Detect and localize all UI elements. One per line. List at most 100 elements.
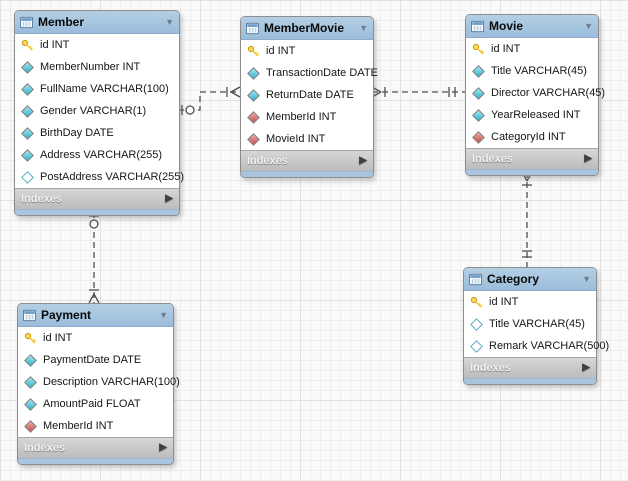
attribute-icon [21,82,34,96]
column-row[interactable]: YearReleased INT [466,104,598,126]
table-bottom-strip [18,458,173,464]
column-label: id INT [43,332,73,344]
table-title: Category [487,272,540,286]
column-label: TransactionDate DATE [266,67,378,79]
column-label: id INT [489,296,519,308]
column-label: PostAddress VARCHAR(255) [40,171,185,183]
column-list: id INT Title VARCHAR(45) Remark VARCHAR(50… [464,291,609,357]
collapse-arrow-icon[interactable]: ▼ [359,22,368,33]
table-node-movie[interactable]: Movie ▼ id INT Title VARCHAR(45) Director VA… [465,14,605,176]
table-header[interactable]: Movie ▼ [466,15,598,38]
collapse-arrow-icon[interactable]: ▼ [165,16,174,27]
cardinality-marker-zero-or-one [181,105,195,115]
column-label: PaymentDate DATE [43,354,142,366]
relationship-member-to-membermovie[interactable] [178,86,241,115]
attribute-icon [472,64,485,78]
foreign-key-icon [24,419,37,433]
table-bottom-strip [464,378,596,384]
attribute-icon [24,397,37,411]
column-row[interactable]: id INT [15,34,179,56]
column-label: Remark VARCHAR(500) [489,340,610,352]
column-row[interactable]: BirthDay DATE [15,122,179,144]
column-row[interactable]: Title VARCHAR(45) [466,60,598,82]
collapse-arrow-icon[interactable]: ▼ [582,273,591,284]
table-title: Payment [41,308,92,322]
column-list: id INT PaymentDate DATE Description VARCHA… [18,327,180,437]
column-row[interactable]: Title VARCHAR(45) [464,313,596,335]
attribute-icon [21,126,34,140]
primary-key-icon [247,45,260,58]
column-row[interactable]: MemberNumber INT [15,56,179,78]
column-label: BirthDay DATE [40,127,114,139]
indexes-bar[interactable]: Indexes▶ [464,357,596,378]
column-row[interactable]: PostAddress VARCHAR(255) [15,166,184,188]
attribute-icon [24,375,37,389]
column-list: id INT MemberNumber INT FullName VARCHAR(1… [15,34,184,188]
column-row[interactable]: Address VARCHAR(255) [15,144,179,166]
column-row[interactable]: FullName VARCHAR(100) [15,78,179,100]
nullable-attribute-icon [470,339,483,353]
expand-arrow-icon[interactable]: ▶ [159,442,167,453]
column-row[interactable]: TransactionDate DATE [241,62,378,84]
foreign-key-icon [247,110,260,124]
column-label: FullName VARCHAR(100) [40,83,169,95]
expand-arrow-icon[interactable]: ▶ [584,153,592,164]
attribute-icon [24,353,37,367]
expand-arrow-icon[interactable]: ▶ [359,155,367,166]
attribute-icon [21,60,34,74]
column-row[interactable]: AmountPaid FLOAT [18,393,173,415]
column-row[interactable]: Remark VARCHAR(500) [464,335,609,357]
collapse-arrow-icon[interactable]: ▼ [584,20,593,31]
table-header[interactable]: Payment ▼ [18,304,173,327]
table-title: Movie [489,19,524,33]
column-row[interactable]: MovieId INT [241,128,373,150]
column-label: id INT [40,39,70,51]
cardinality-marker-one [522,250,532,258]
column-label: Title VARCHAR(45) [491,65,587,77]
attribute-icon [21,148,34,162]
column-row[interactable]: PaymentDate DATE [18,349,173,371]
column-row[interactable]: id INT [241,40,373,62]
column-label: Director VARCHAR(45) [491,87,606,99]
collapse-arrow-icon[interactable]: ▼ [159,309,168,320]
column-row[interactable]: id INT [466,38,598,60]
indexes-bar[interactable]: Indexes▶ [241,150,373,171]
column-row[interactable]: MemberId INT [18,415,173,437]
column-row[interactable]: CategoryId INT [466,126,598,148]
table-icon [469,273,482,286]
column-row[interactable]: id INT [18,327,173,349]
foreign-key-icon [472,130,485,144]
cardinality-marker-one [448,87,456,97]
column-row[interactable]: MemberId INT [241,106,373,128]
column-row[interactable]: Gender VARCHAR(1) [15,100,179,122]
indexes-bar[interactable]: Indexes▶ [15,188,179,209]
indexes-bar[interactable]: Indexes ▶ [18,437,173,458]
table-header[interactable]: Member▼ [15,11,179,34]
table-node-member[interactable]: Member▼ id INT MemberNumber INT FullName VA… [14,10,184,216]
column-row[interactable]: Director VARCHAR(45) [466,82,605,104]
table-icon [471,20,484,33]
column-label: MemberNumber INT [40,61,141,73]
table-header[interactable]: Category ▼ [464,268,596,291]
nullable-attribute-icon [470,317,483,331]
indexes-bar[interactable]: Indexes▶ [466,148,598,169]
relationship-member-to-payment[interactable] [88,212,100,304]
expand-arrow-icon[interactable]: ▶ [582,362,590,373]
column-row[interactable]: ReturnDate DATE [241,84,373,106]
relationship-membermovie-to-movie[interactable] [371,86,465,98]
indexes-label: Indexes [24,442,65,454]
column-row[interactable]: Description VARCHAR(100) [18,371,180,393]
primary-key-icon [470,296,483,309]
table-header[interactable]: MemberMovie▼ [241,17,373,40]
table-node-payment[interactable]: Payment ▼ id INT PaymentDate DATE Descriptio… [17,303,180,465]
column-row[interactable]: id INT [464,291,596,313]
cardinality-marker-many [88,289,100,304]
column-label: Title VARCHAR(45) [489,318,585,330]
table-node-category[interactable]: Category ▼ id INT Title VARCHAR(45) Remark V… [463,267,609,385]
relationship-movie-to-category[interactable] [521,171,533,267]
table-node-membermovie[interactable]: MemberMovie▼id INT TransactionDate DATE Re… [240,16,378,178]
expand-arrow-icon[interactable]: ▶ [165,193,173,204]
column-label: MovieId INT [266,133,326,145]
foreign-key-icon [247,132,260,146]
